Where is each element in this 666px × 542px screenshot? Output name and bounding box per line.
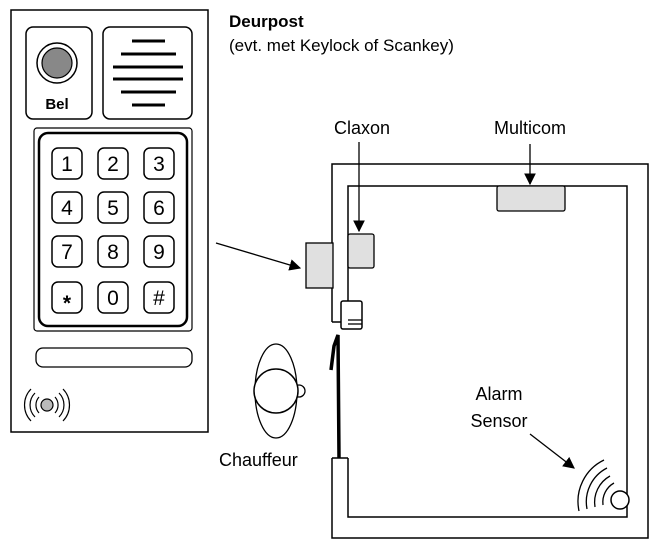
chauffeur-label: Chauffeur — [219, 450, 298, 470]
keypad-key-0[interactable]: 0 — [97, 281, 129, 314]
keypad-key-label: 5 — [107, 197, 119, 220]
keypad-key-label: 9 — [153, 241, 165, 264]
keypad-key-label: 2 — [107, 153, 119, 176]
outside-reader-icon — [305, 242, 334, 289]
alarm-sensor-arrow — [529, 433, 575, 469]
card-slot — [35, 347, 193, 368]
keypad-key-2[interactable]: 2 — [97, 147, 129, 180]
rfid-reader-icon — [24, 388, 70, 422]
person-topview-icon — [253, 343, 306, 439]
keypad-key-8[interactable]: 8 — [97, 235, 129, 268]
keypad-key-hash[interactable]: # — [143, 281, 175, 314]
keypad-key-1[interactable]: 1 — [51, 147, 83, 180]
keypad-key-label: 7 — [61, 241, 73, 264]
deurpost-title: Deurpost — [229, 12, 304, 31]
room-walls — [331, 163, 649, 539]
keypad-key-6[interactable]: 6 — [143, 191, 175, 224]
bell-button-icon — [36, 42, 78, 84]
multicom-label: Multicom — [494, 118, 566, 138]
alarm-sensor-icon — [577, 459, 630, 512]
keypad-key-star[interactable]: * — [51, 281, 83, 315]
alarm-label-line1: Alarm — [475, 384, 522, 404]
door-lock-bracket-icon — [340, 300, 363, 330]
bell-button[interactable]: Bel — [25, 26, 93, 120]
keypad-key-7[interactable]: 7 — [51, 235, 83, 268]
claxon-label: Claxon — [334, 118, 390, 138]
keypad-key-label: 6 — [153, 197, 165, 220]
deurpost-subtitle: (evt. met Keylock of Scankey) — [229, 36, 454, 55]
multicom-device-icon — [496, 185, 566, 212]
keypad-key-label: * — [63, 292, 72, 315]
keypad-key-label: 1 — [61, 153, 73, 176]
keypad: 1 2 3 4 5 6 7 8 9 * 0 # — [33, 127, 193, 332]
keypad-key-3[interactable]: 3 — [143, 147, 175, 180]
speaker-grille-icon — [102, 26, 193, 120]
keypad-key-label: 4 — [61, 197, 73, 220]
keypad-key-label: 8 — [107, 241, 119, 264]
keypad-key-label: # — [153, 287, 165, 310]
keypad-key-label: 3 — [153, 153, 165, 176]
intercom-to-reader-arrow — [215, 242, 302, 271]
bell-button-label: Bel — [45, 96, 68, 113]
door — [329, 300, 363, 459]
keypad-key-5[interactable]: 5 — [97, 191, 129, 224]
keypad-key-9[interactable]: 9 — [143, 235, 175, 268]
claxon-device-icon — [347, 233, 375, 269]
alarm-label-line2: Sensor — [470, 411, 527, 431]
keypad-key-label: 0 — [107, 287, 119, 310]
keypad-key-4[interactable]: 4 — [51, 191, 83, 224]
door-intercom-panel: Bel 1 2 3 4 5 6 7 8 9 * 0 # — [10, 9, 209, 433]
